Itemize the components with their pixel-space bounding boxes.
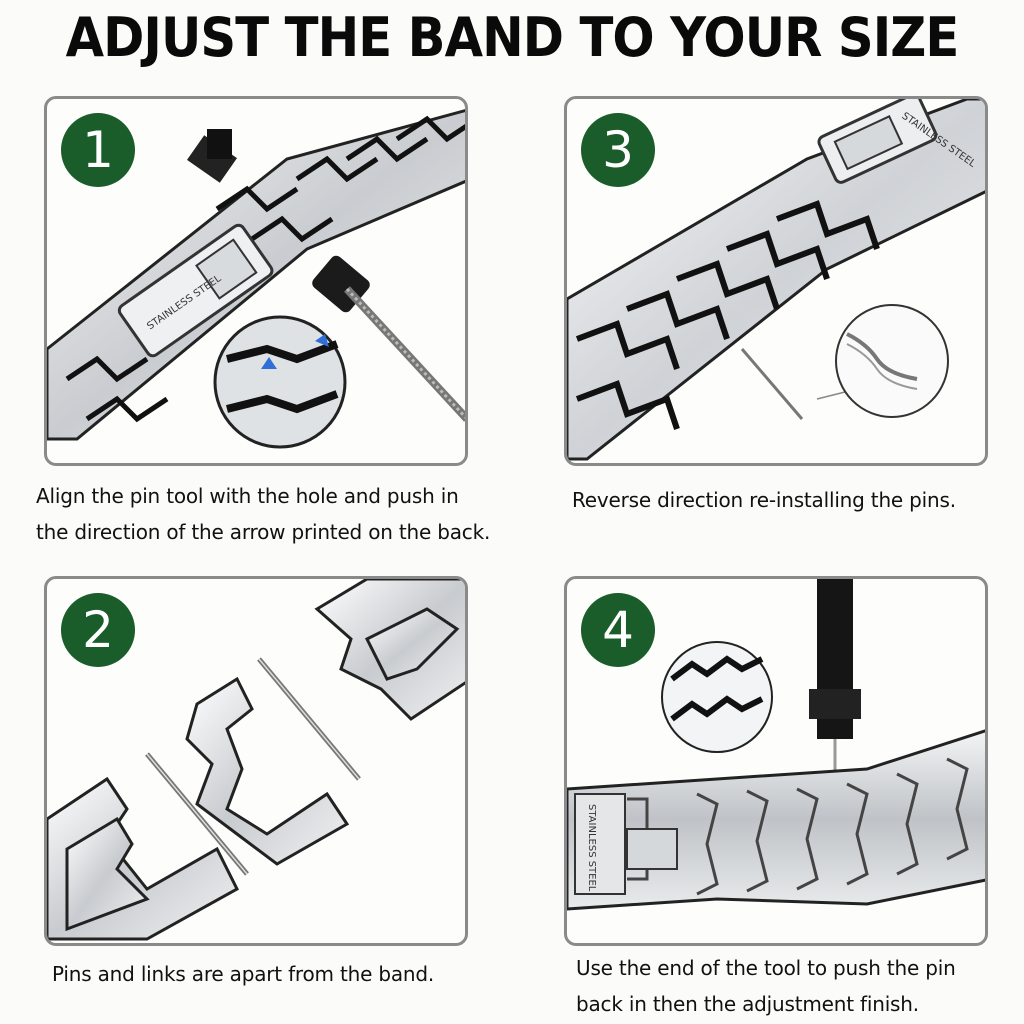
step-1-caption-line-1: Align the pin tool with the hole and pus… xyxy=(36,484,459,508)
step-3-badge: 3 xyxy=(581,113,655,187)
step-3-caption-line-1: Reverse direction re-installing the pins… xyxy=(572,488,956,512)
step-3-panel: 3 STAINLESS STEEL xyxy=(564,96,988,466)
step-4-caption-line-2: back in then the adjustment finish. xyxy=(576,992,919,1016)
step-3-illustration: STAINLESS STEEL xyxy=(567,99,985,461)
step-1-caption-line-2: the direction of the arrow printed on th… xyxy=(36,520,491,544)
step-3-caption: Reverse direction re-installing the pins… xyxy=(572,482,956,518)
step-4-panel: 4 STAINLESS STEEL xyxy=(564,576,988,946)
step-2-caption: Pins and links are apart from the band. xyxy=(52,956,434,992)
step-4-caption: Use the end of the tool to push the pin … xyxy=(576,950,956,1022)
arrow-icon xyxy=(261,357,277,369)
step-2-illustration xyxy=(47,579,465,941)
step-1-panel: 1 STA xyxy=(44,96,468,466)
step-2-panel: 2 xyxy=(44,576,468,946)
arrow-icon xyxy=(315,334,329,347)
step-4-caption-line-1: Use the end of the tool to push the pin xyxy=(576,956,956,980)
step-2-badge: 2 xyxy=(61,593,135,667)
step-1-caption: Align the pin tool with the hole and pus… xyxy=(36,478,490,550)
clasp-engraving-4: STAINLESS STEEL xyxy=(586,804,597,892)
step-2-caption-line-1: Pins and links are apart from the band. xyxy=(52,962,435,986)
step-1-illustration: STAINLESS STEEL xyxy=(47,109,465,449)
step-4-badge: 4 xyxy=(581,593,655,667)
step-4-illustration: STAINLESS STEEL xyxy=(567,579,985,911)
page-title: ADJUST THE BAND TO YOUR SIZE xyxy=(65,6,960,69)
step-1-badge: 1 xyxy=(61,113,135,187)
